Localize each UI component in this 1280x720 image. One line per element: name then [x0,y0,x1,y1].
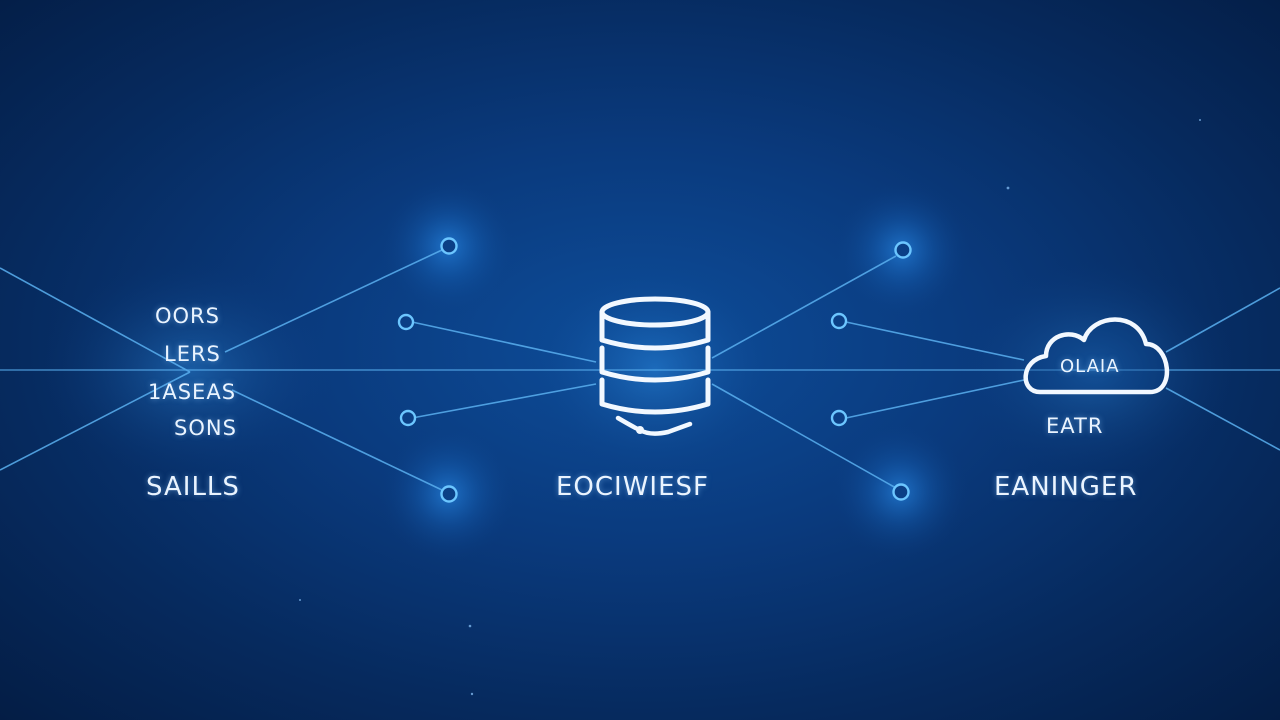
left-caption: SAILLS [146,472,240,502]
node-mid-right-upper [830,312,848,330]
node-mid-right-lower [830,409,848,427]
node-bottom-left [440,485,458,503]
database-icon [599,296,711,436]
left-line-3: 1ASEAS [148,380,237,404]
right-caption: EANINGER [994,472,1138,502]
right-sub-label: EATR [1046,414,1104,438]
cloud-icon [1023,317,1169,395]
nodes [397,237,912,503]
left-line-4: SONS [174,416,237,440]
left-line-1: OORS [155,304,220,328]
node-mid-left-upper [397,313,415,331]
left-line-2: LERS [164,342,221,366]
node-bottom-right [892,483,910,501]
node-top-left [440,237,458,255]
center-caption: EOCIWIESF [556,472,709,502]
connection-lines [0,249,1280,491]
node-mid-left-lower [399,409,417,427]
node-top-right [894,241,912,259]
sparkles [299,119,1201,696]
cloud-text: OLAIA [1060,356,1120,377]
